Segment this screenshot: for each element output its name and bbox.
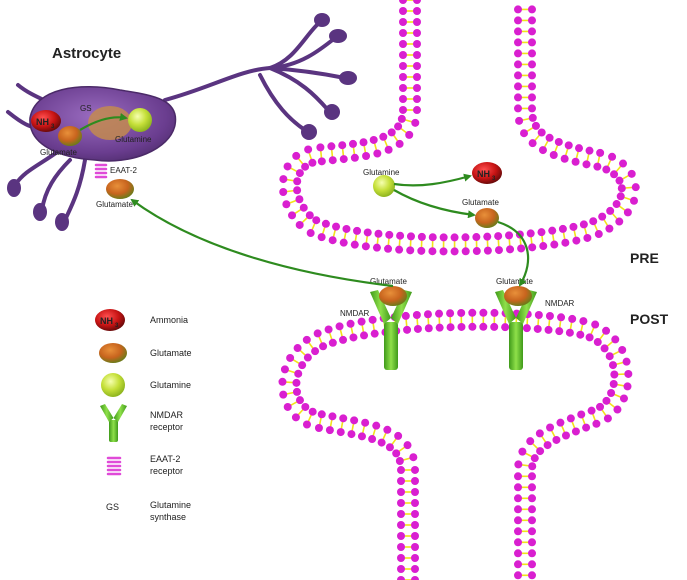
glutamate-molecule-astrocyte <box>58 126 82 146</box>
nmdar-left-glutamate-label: Glutamate <box>370 277 407 286</box>
legend-ammonia-symbol: NH 3 <box>95 309 125 331</box>
postsynaptic-membrane <box>278 308 633 580</box>
post-label: POST <box>630 311 669 327</box>
glutamate-molecule-pre <box>475 208 499 228</box>
pathway-arrows <box>79 112 530 288</box>
arrow-glutamine-to-glutamate <box>393 189 476 219</box>
legend-glutamate-label: Glutamate <box>150 348 192 358</box>
legend: NH 3 Ammonia Glutamate Glutamine NMDAR r… <box>95 309 192 522</box>
nmdar-right-label: NMDAR <box>545 299 575 308</box>
astro-glutamine-label: Glutamine <box>115 135 152 144</box>
legend-nh3-label: NH <box>100 316 113 326</box>
pre-label: PRE <box>630 250 659 266</box>
nmdar-left-label: NMDAR <box>340 309 370 318</box>
legend-gs-label-2: synthase <box>150 512 186 522</box>
gs-label: GS <box>80 104 92 113</box>
synaptic-membranes <box>278 0 640 580</box>
nh3-label: NH <box>36 117 49 127</box>
legend-eaat2-symbol <box>106 456 122 476</box>
ammonia-molecule-astrocyte: NH 3 <box>31 110 61 132</box>
presynaptic-membrane <box>279 0 640 256</box>
pre-glutamine-label: Glutamine <box>363 168 400 177</box>
legend-gs-label: Glutamine <box>150 500 191 510</box>
pre-nh3-label: NH <box>477 169 490 179</box>
legend-eaat2-label: EAAT-2 <box>150 454 180 464</box>
eaat2-glutamate-label: Glutamate <box>96 200 133 209</box>
legend-nmdar-label: NMDAR <box>150 410 183 420</box>
ammonia-molecule-pre: NH 3 <box>472 162 502 184</box>
nh3-subscript: 3 <box>51 124 55 130</box>
nmdar-receptor-right <box>495 290 537 370</box>
nmdar-right-glutamate-label: Glutamate <box>496 277 533 286</box>
arrow-glutamate-to-nmdar <box>497 220 530 287</box>
legend-glutamine-symbol <box>101 373 125 397</box>
glutamate-on-nmdar-right <box>504 286 532 306</box>
legend-glutamine-label: Glutamine <box>150 380 191 390</box>
glutamine-molecule-pre <box>373 175 395 197</box>
astrocyte-title: Astrocyte <box>52 45 121 62</box>
eaat2-label: EAAT-2 <box>110 166 138 175</box>
pre-nh3-subscript: 3 <box>492 176 496 182</box>
arrow-glutamate-to-eaat2 <box>130 198 394 288</box>
glutamate-molecule-eaat2 <box>106 179 134 199</box>
legend-glutamate-symbol <box>99 343 127 363</box>
legend-ammonia-label: Ammonia <box>150 315 188 325</box>
glutamine-molecule-astrocyte <box>128 108 152 132</box>
legend-nh3-subscript: 3 <box>115 323 119 329</box>
legend-eaat2-label-2: receptor <box>150 466 183 476</box>
arrow-glutamate-to-glutamine <box>79 112 128 131</box>
nmdar-receptor-left <box>370 290 412 370</box>
eaat2-receptor <box>94 163 108 179</box>
legend-nmdar-label-2: receptor <box>150 422 183 432</box>
legend-gs-symbol: GS <box>106 502 119 512</box>
astro-glutamate-label: Glutamate <box>40 148 77 157</box>
arrow-glutamine-to-ammonia <box>393 173 472 187</box>
legend-nmdar-symbol <box>100 404 127 442</box>
glutamate-on-nmdar-left <box>379 286 407 306</box>
pre-glutamate-label: Glutamate <box>462 198 499 207</box>
